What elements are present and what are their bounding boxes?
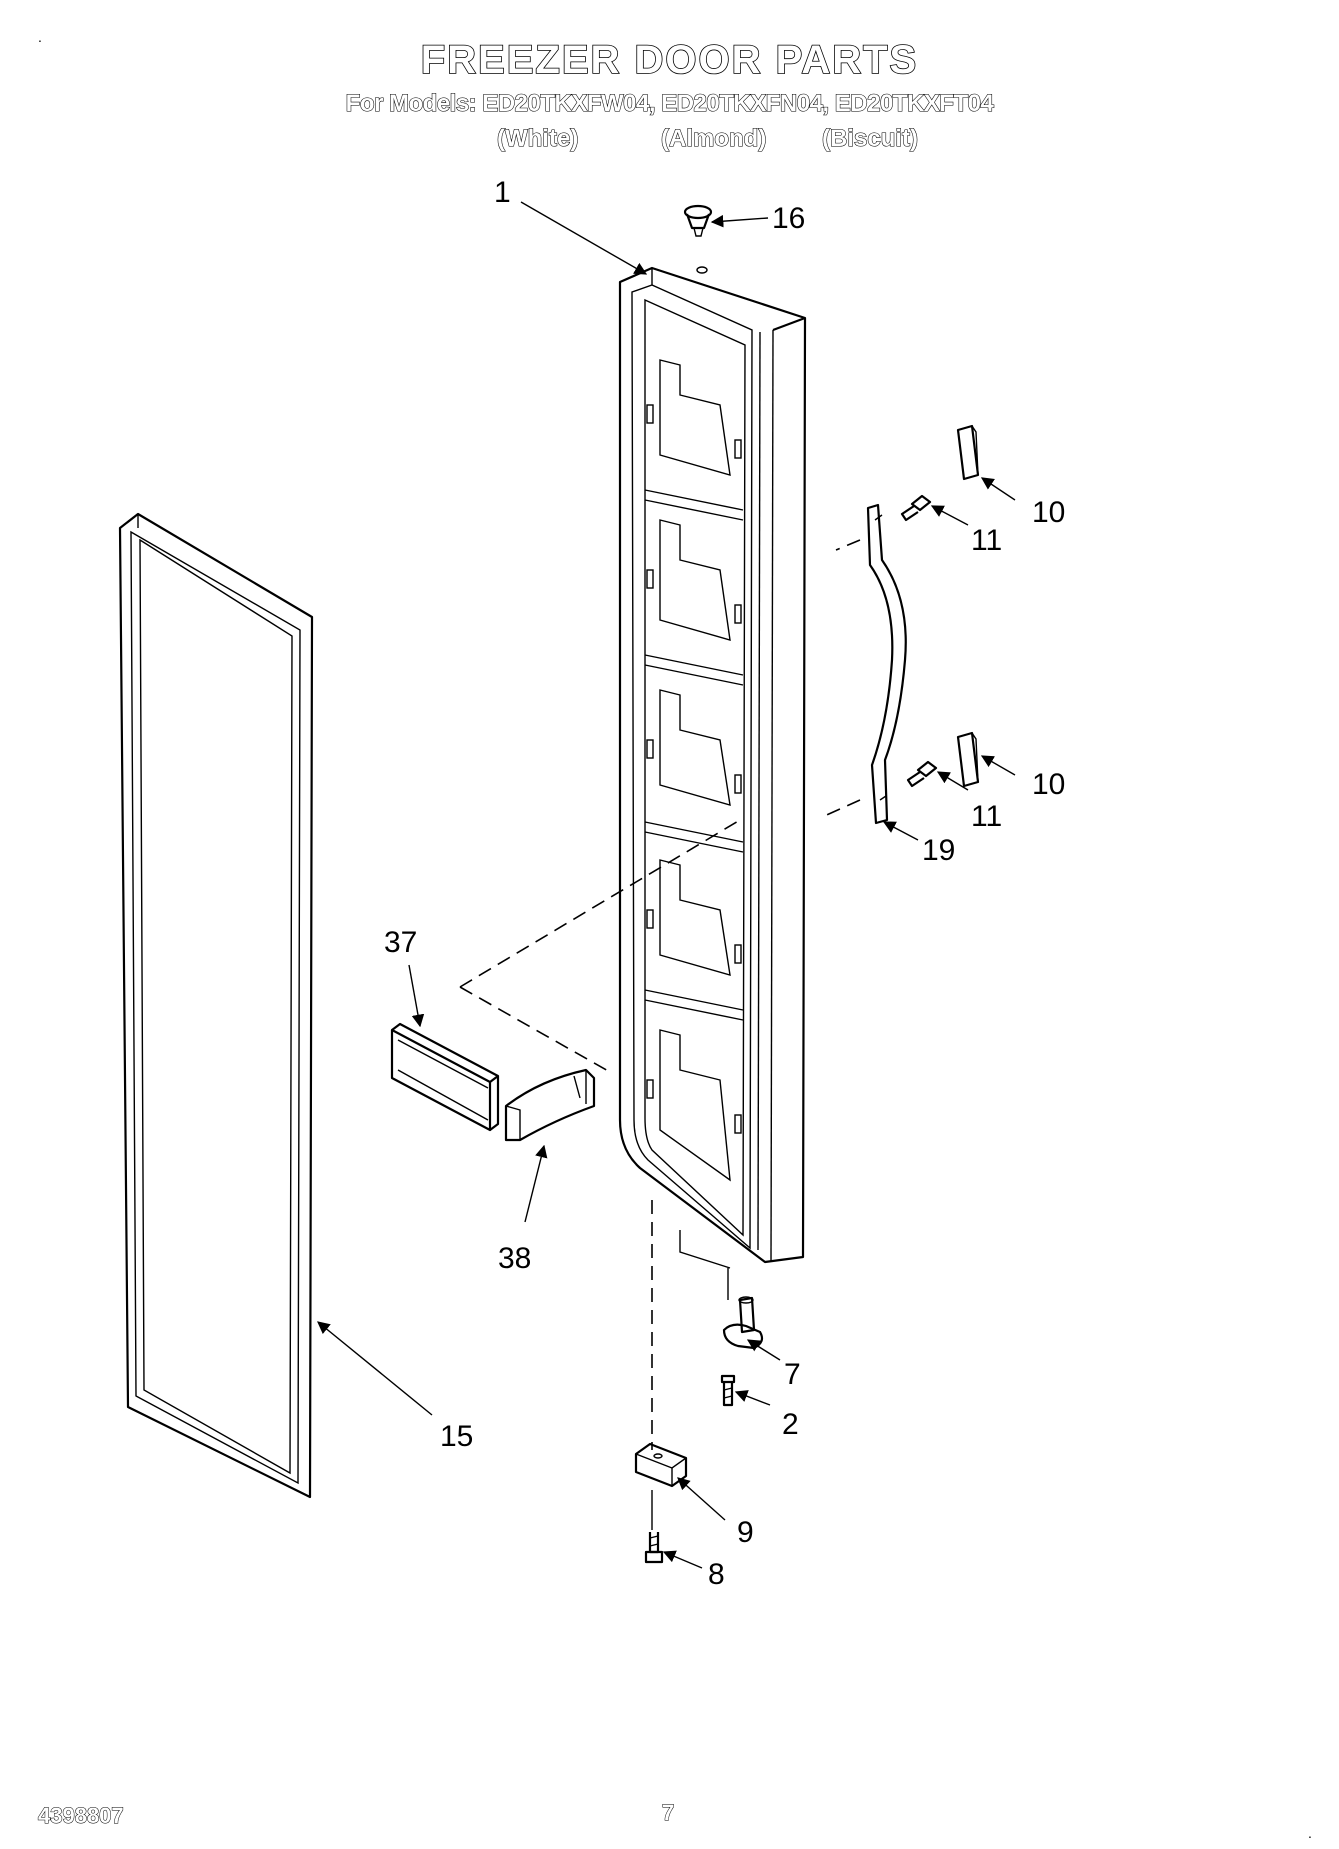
callout-11-bottom: 11	[971, 800, 1002, 833]
assembly-line-bottom	[819, 799, 861, 819]
color-almond: (Almond)	[660, 124, 767, 152]
hinge-pin-bracket	[722, 1296, 764, 1350]
leader-11-bottom	[936, 771, 969, 791]
bottom-hinge-screw	[644, 1532, 664, 1564]
callout-38: 38	[498, 1242, 531, 1275]
leader-38	[524, 1144, 548, 1223]
doc-number: 4398807	[38, 1803, 125, 1829]
corner-dot-top: .	[38, 29, 42, 45]
corner-dot-bottom: .	[1308, 1825, 1312, 1841]
leader-10-top	[980, 477, 1016, 501]
leader-19	[882, 821, 919, 841]
bin-end	[504, 1068, 596, 1142]
callout-11-top: 11	[971, 524, 1002, 557]
leader-15	[317, 1321, 433, 1416]
freezer-door	[618, 266, 807, 1269]
callout-10-top: 10	[1032, 496, 1065, 529]
callout-7: 7	[784, 1358, 801, 1391]
leader-16	[710, 214, 769, 228]
leader-10-bottom	[980, 755, 1016, 776]
door-gasket	[118, 512, 314, 1499]
handle-end-cap-top	[956, 424, 980, 481]
color-white: (White)	[496, 124, 579, 152]
cap-plug	[683, 204, 713, 237]
page-number: 7	[661, 1800, 675, 1826]
leader-9	[677, 1477, 726, 1521]
assembly-line-bin	[459, 986, 611, 1073]
leader-8	[662, 1550, 703, 1569]
callout-8: 8	[708, 1558, 725, 1591]
callout-15: 15	[440, 1420, 473, 1453]
callout-10-bottom: 10	[1032, 768, 1065, 801]
leader-1	[520, 201, 648, 275]
callout-1: 1	[494, 176, 511, 209]
door-handle	[866, 503, 907, 825]
assembly-line-top	[835, 539, 861, 551]
leader-37	[408, 964, 425, 1028]
leader-2	[734, 1390, 771, 1406]
bottom-hinge	[634, 1442, 688, 1488]
callout-19: 19	[922, 834, 955, 867]
callout-37: 37	[384, 926, 417, 959]
callout-16: 16	[772, 202, 805, 235]
color-biscuit: (Biscuit)	[821, 124, 918, 152]
page-title: FREEZER DOOR PARTS	[420, 37, 919, 83]
handle-screw-top	[900, 494, 932, 522]
assembly-line-shelf	[459, 819, 741, 988]
callout-2: 2	[782, 1408, 799, 1441]
leader-11-top	[930, 505, 969, 526]
models-line: For Models: ED20TKXFW04, ED20TKXFN04, ED…	[345, 89, 994, 117]
hinge-screw	[720, 1374, 736, 1407]
handle-screw-bottom	[906, 760, 938, 788]
bin-rail	[390, 1022, 500, 1132]
callout-9: 9	[737, 1516, 754, 1549]
leader-7	[746, 1339, 781, 1361]
handle-end-cap-bottom	[956, 731, 980, 788]
